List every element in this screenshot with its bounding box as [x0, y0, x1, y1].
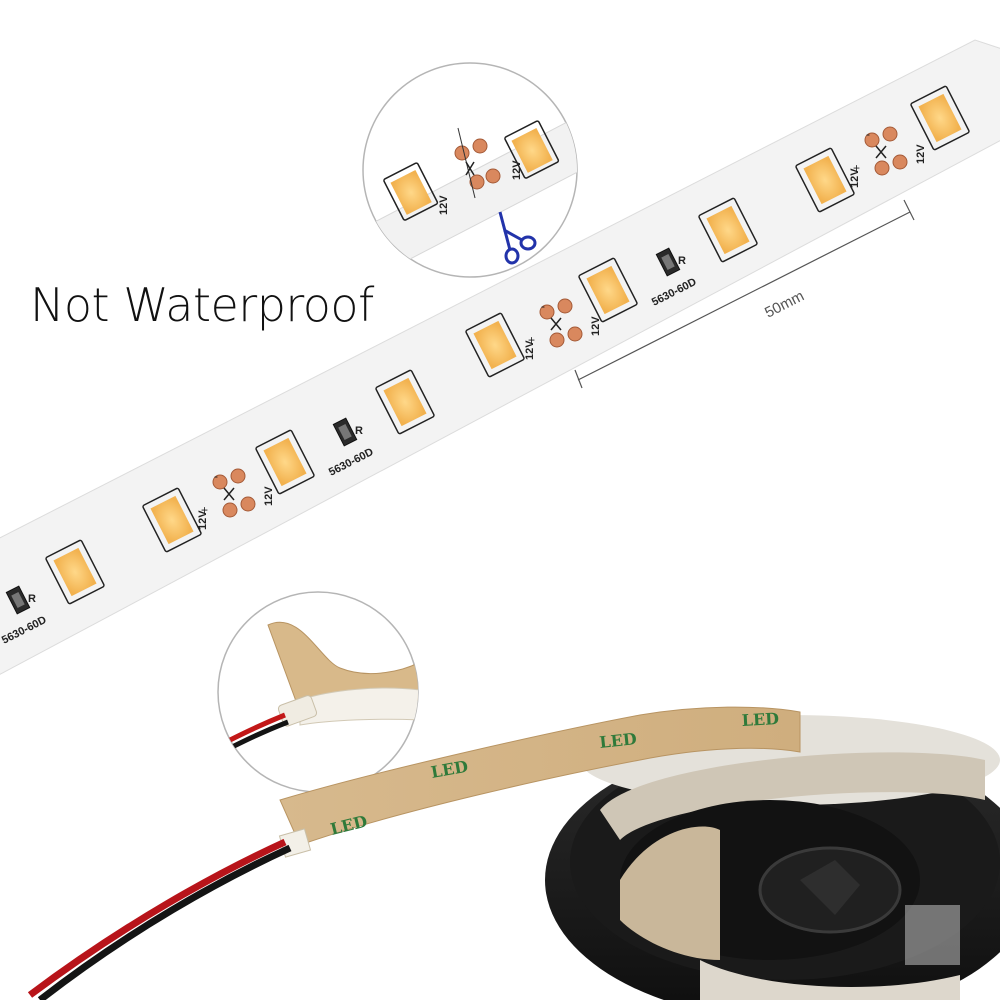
voltage-label: 12V [524, 340, 536, 360]
copper-pad [864, 132, 880, 148]
connector-magnifier [217, 591, 419, 793]
copper-pad [567, 326, 583, 342]
magnifier-voltage-label-right: 12V [511, 160, 523, 180]
led-reel [545, 715, 1000, 1000]
copper-pad [549, 332, 565, 348]
resistor-label: R [28, 593, 36, 605]
led-chip [698, 197, 758, 263]
copper-pad [892, 154, 908, 170]
led-chip [45, 539, 105, 605]
resistor [332, 417, 358, 447]
led-chip [465, 312, 525, 378]
led-chip [910, 85, 970, 151]
plus-sign: + [528, 333, 535, 347]
voltage-label: 12V [263, 486, 275, 506]
magnifier-voltage-label-left: 12V [438, 195, 450, 215]
cut-mark-icon [550, 317, 562, 331]
resistor-label: R [355, 425, 363, 437]
led-chip [795, 147, 855, 213]
power-wires [27, 838, 292, 1000]
resistor [5, 585, 31, 615]
adhesive-tape-strip: LED LED LED LED [278, 706, 801, 858]
copper-pad [557, 298, 573, 314]
tape-brand-text-4: LED [741, 709, 779, 730]
scissors-icon [498, 211, 537, 265]
led-chip [255, 429, 315, 495]
led-chip [578, 257, 638, 323]
copper-pad [539, 304, 555, 320]
headline: Not Waterproof [30, 278, 374, 332]
copper-pad [874, 160, 890, 176]
plus-sign: + [853, 161, 860, 175]
voltage-label: 12V [849, 168, 861, 188]
dimension-label: 50mm [762, 287, 807, 321]
minus-sign: - [541, 299, 545, 313]
resistor [655, 247, 681, 277]
copper-pad [240, 496, 256, 512]
copper-pad [882, 126, 898, 142]
voltage-label: 12V [915, 144, 927, 164]
cut-mark-icon [875, 145, 887, 159]
copper-pad [222, 502, 238, 518]
strip-components: 12V12V+-12V12V+-12V12V+-R5630-60DR5630-6… [0, 85, 970, 647]
minus-sign: - [214, 469, 218, 483]
voltage-label: 12V [197, 510, 209, 530]
copper-pad [230, 468, 246, 484]
plus-sign: + [201, 503, 208, 517]
voltage-label: 12V [590, 316, 602, 336]
minus-sign: - [866, 127, 870, 141]
led-chip [375, 369, 435, 435]
led-chip [142, 487, 202, 553]
copper-pad [212, 474, 228, 490]
cut-mark-icon [223, 487, 235, 501]
tape-brand-text-3: LED [598, 729, 637, 752]
cut-point-magnifier: 12V 12V [362, 62, 578, 278]
resistor-label: R [678, 255, 686, 267]
